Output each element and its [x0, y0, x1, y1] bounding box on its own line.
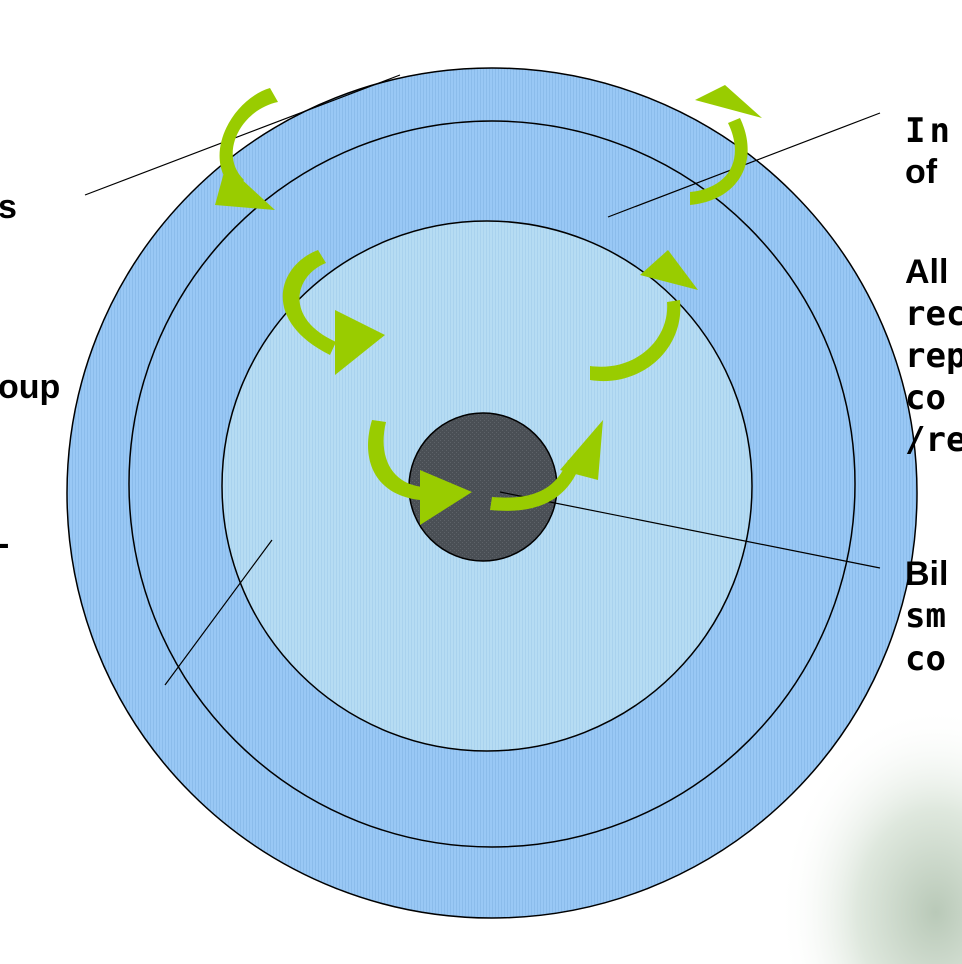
- label-right-low-line1: Bil: [905, 555, 948, 593]
- label-left-mid: oup: [0, 368, 60, 406]
- label-right-top-line2: of: [905, 153, 937, 191]
- label-right-mid-line5: /re: [905, 421, 962, 459]
- label-right-top-line1: In: [905, 112, 954, 150]
- label-right-mid-line3: rep: [905, 337, 962, 375]
- label-left-low: -: [0, 525, 9, 563]
- label-left-top: s: [0, 188, 17, 226]
- label-right-mid-line1: All: [905, 253, 948, 291]
- label-right-low-line3: co: [905, 640, 946, 678]
- arrow-6-head: [695, 85, 762, 118]
- label-right-low-line2: sm: [905, 597, 946, 635]
- label-right-mid-line4: co: [905, 379, 946, 417]
- label-right-mid-line2: rec: [905, 295, 962, 333]
